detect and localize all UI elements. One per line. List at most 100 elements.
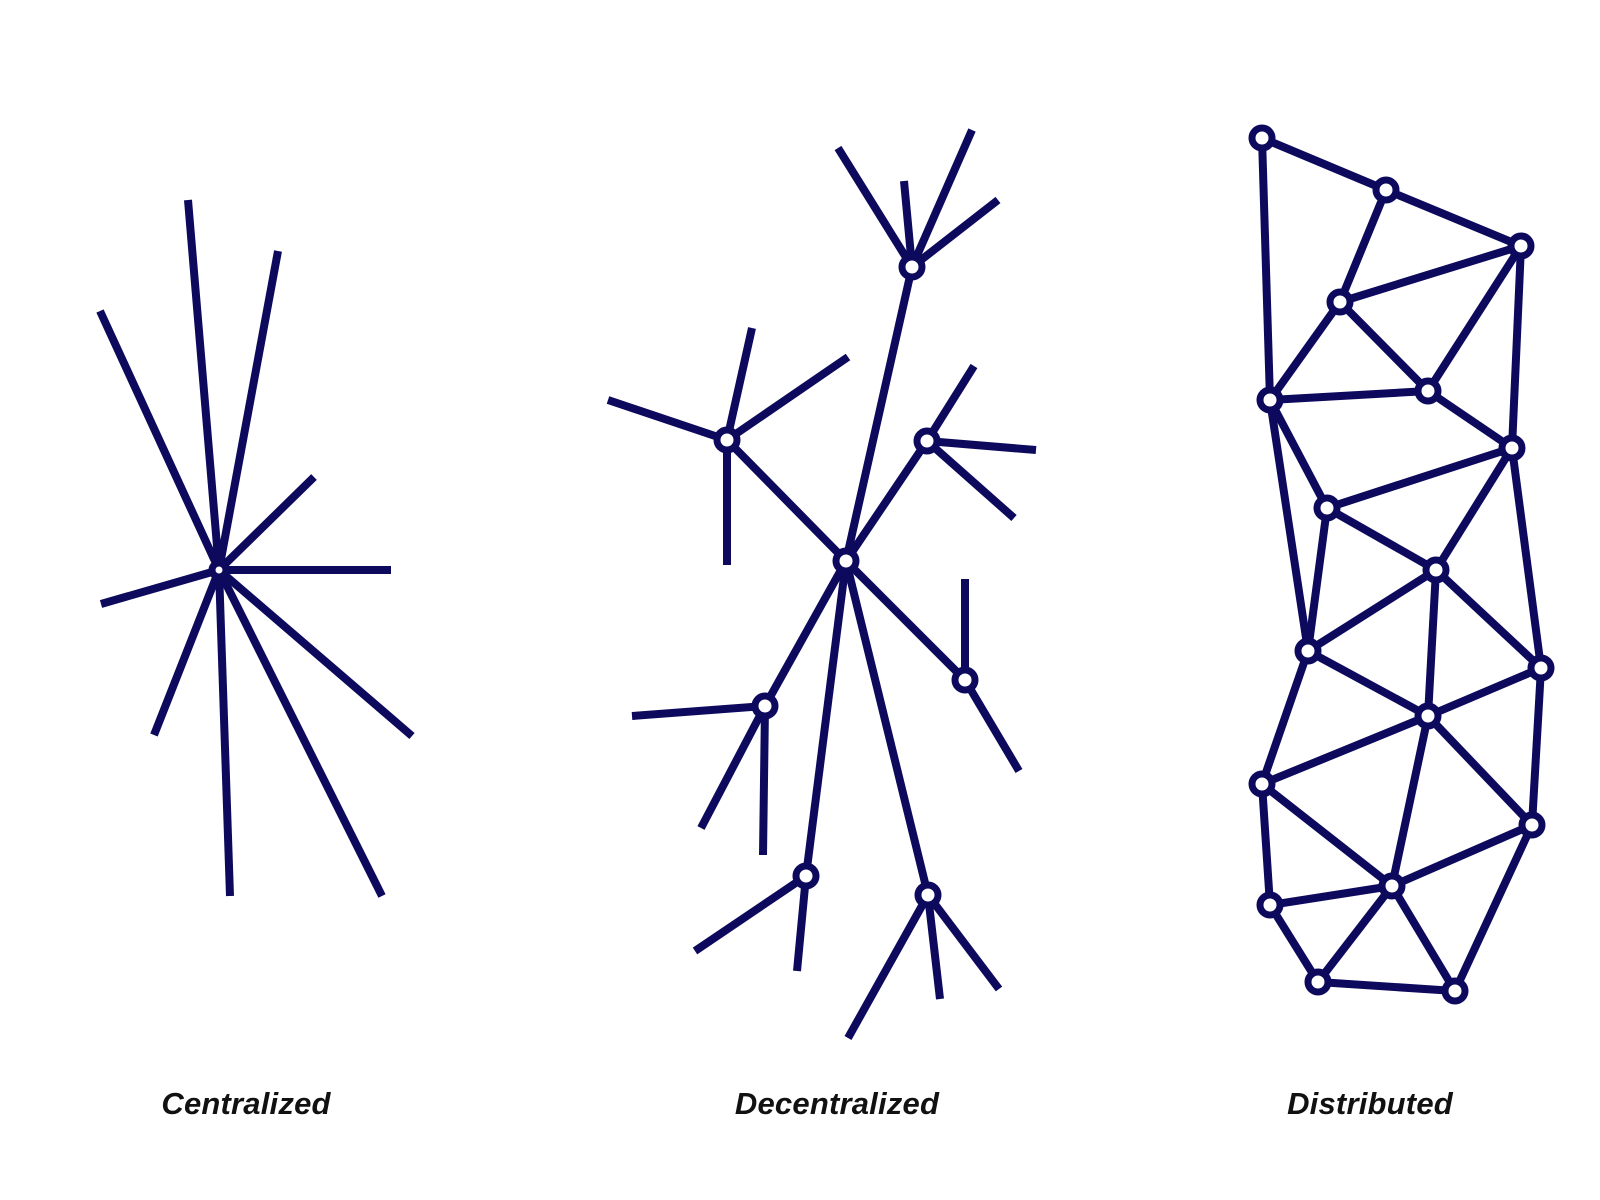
mesh-node bbox=[1378, 872, 1406, 900]
sub-hub-node bbox=[792, 862, 820, 890]
mesh-node bbox=[1441, 977, 1469, 1005]
mesh-line bbox=[1451, 823, 1536, 993]
mesh-line bbox=[1260, 712, 1430, 788]
mesh-line bbox=[1305, 566, 1439, 655]
leaf-line bbox=[844, 893, 932, 1040]
mesh-line bbox=[1508, 245, 1525, 449]
mesh-line bbox=[1314, 883, 1396, 985]
mesh-line bbox=[1266, 299, 1344, 403]
distributed-network bbox=[1248, 124, 1555, 1005]
mesh-line bbox=[1259, 780, 1395, 890]
sub-hub-node bbox=[914, 881, 942, 909]
mesh-line bbox=[1528, 667, 1545, 826]
distributed-label: Distributed bbox=[1287, 1086, 1453, 1121]
mesh-line bbox=[1336, 188, 1390, 304]
sub-hub-node bbox=[951, 666, 979, 694]
mesh-line bbox=[1266, 398, 1331, 510]
mesh-line bbox=[1508, 447, 1545, 669]
mesh-node bbox=[1256, 891, 1284, 919]
mesh-line bbox=[1269, 387, 1429, 404]
mesh-line bbox=[1304, 507, 1331, 652]
mesh-line bbox=[1424, 569, 1440, 717]
sub-hub-node bbox=[913, 427, 941, 455]
mesh-node bbox=[1414, 702, 1442, 730]
leaf-line bbox=[606, 396, 729, 444]
mesh-node bbox=[1248, 124, 1276, 152]
mesh-line bbox=[1432, 445, 1516, 573]
leaf-line bbox=[909, 196, 1001, 271]
mesh-node bbox=[1507, 232, 1535, 260]
mesh-line bbox=[1258, 137, 1274, 401]
spoke-line bbox=[215, 250, 282, 571]
spoke-line bbox=[215, 568, 386, 898]
link-line bbox=[842, 266, 916, 562]
spoke-line bbox=[184, 199, 223, 571]
mesh-line bbox=[1258, 783, 1274, 906]
mesh-node bbox=[1414, 377, 1442, 405]
mesh-line bbox=[1317, 978, 1456, 995]
spoke-line bbox=[96, 309, 223, 572]
sub-hub-node bbox=[898, 253, 926, 281]
mesh-line bbox=[1426, 664, 1543, 720]
mesh-node bbox=[1256, 386, 1284, 414]
mesh-line bbox=[1266, 399, 1312, 652]
leaf-line bbox=[834, 145, 916, 270]
mesh-node bbox=[1294, 637, 1322, 665]
mesh-line bbox=[1425, 387, 1515, 452]
sub-hub-node bbox=[713, 426, 741, 454]
leaf-line bbox=[924, 894, 944, 1000]
mesh-node bbox=[1422, 556, 1450, 584]
link-line bbox=[761, 559, 850, 708]
mesh-line bbox=[1384, 186, 1523, 250]
leaf-line bbox=[723, 327, 756, 441]
mesh-line bbox=[1425, 713, 1535, 828]
center-hub-node bbox=[832, 547, 860, 575]
mesh-line bbox=[1325, 444, 1514, 512]
mesh-line bbox=[1266, 902, 1322, 985]
leaf-line bbox=[924, 892, 1003, 992]
decentralized-network bbox=[606, 128, 1037, 1040]
mesh-line bbox=[1337, 299, 1431, 394]
mesh-line bbox=[1306, 647, 1430, 720]
decentralized-label: Decentralized bbox=[734, 1086, 940, 1121]
leaf-line bbox=[924, 438, 1017, 521]
mesh-line bbox=[1388, 715, 1432, 887]
mesh-line bbox=[1338, 242, 1523, 306]
leaf-line bbox=[908, 128, 976, 269]
centralized-label: Centralized bbox=[161, 1086, 331, 1121]
mesh-line bbox=[1390, 821, 1534, 890]
mesh-line bbox=[1258, 649, 1312, 786]
centralized-network bbox=[96, 199, 415, 898]
leaf-line bbox=[926, 437, 1037, 454]
mesh-node bbox=[1518, 811, 1546, 839]
mesh-line bbox=[1269, 882, 1393, 909]
spoke-line bbox=[99, 566, 221, 608]
leaf-line bbox=[724, 353, 851, 444]
leaf-line bbox=[697, 704, 769, 830]
mesh-node bbox=[1498, 434, 1526, 462]
leaf-line bbox=[692, 872, 809, 955]
mesh-line bbox=[1260, 134, 1388, 194]
leaf-line bbox=[793, 875, 810, 972]
hub-node bbox=[208, 559, 230, 581]
spoke-line bbox=[216, 566, 415, 740]
link-line bbox=[843, 558, 968, 683]
leaf-line bbox=[631, 702, 766, 720]
spoke-line bbox=[215, 569, 234, 897]
mesh-node bbox=[1372, 176, 1400, 204]
leaf-line bbox=[961, 677, 1023, 774]
mesh-node bbox=[1304, 968, 1332, 996]
spoke-line bbox=[150, 568, 223, 737]
link-line bbox=[842, 560, 932, 896]
mesh-node bbox=[1313, 494, 1341, 522]
sub-hub-node bbox=[751, 692, 779, 720]
leaf-line bbox=[900, 180, 916, 268]
mesh-line bbox=[1424, 243, 1525, 394]
link-line bbox=[724, 437, 849, 564]
leaf-line bbox=[759, 705, 769, 856]
mesh-node bbox=[1326, 288, 1354, 316]
link-line bbox=[842, 438, 931, 564]
leaf-line bbox=[923, 363, 978, 444]
link-line bbox=[802, 560, 850, 877]
